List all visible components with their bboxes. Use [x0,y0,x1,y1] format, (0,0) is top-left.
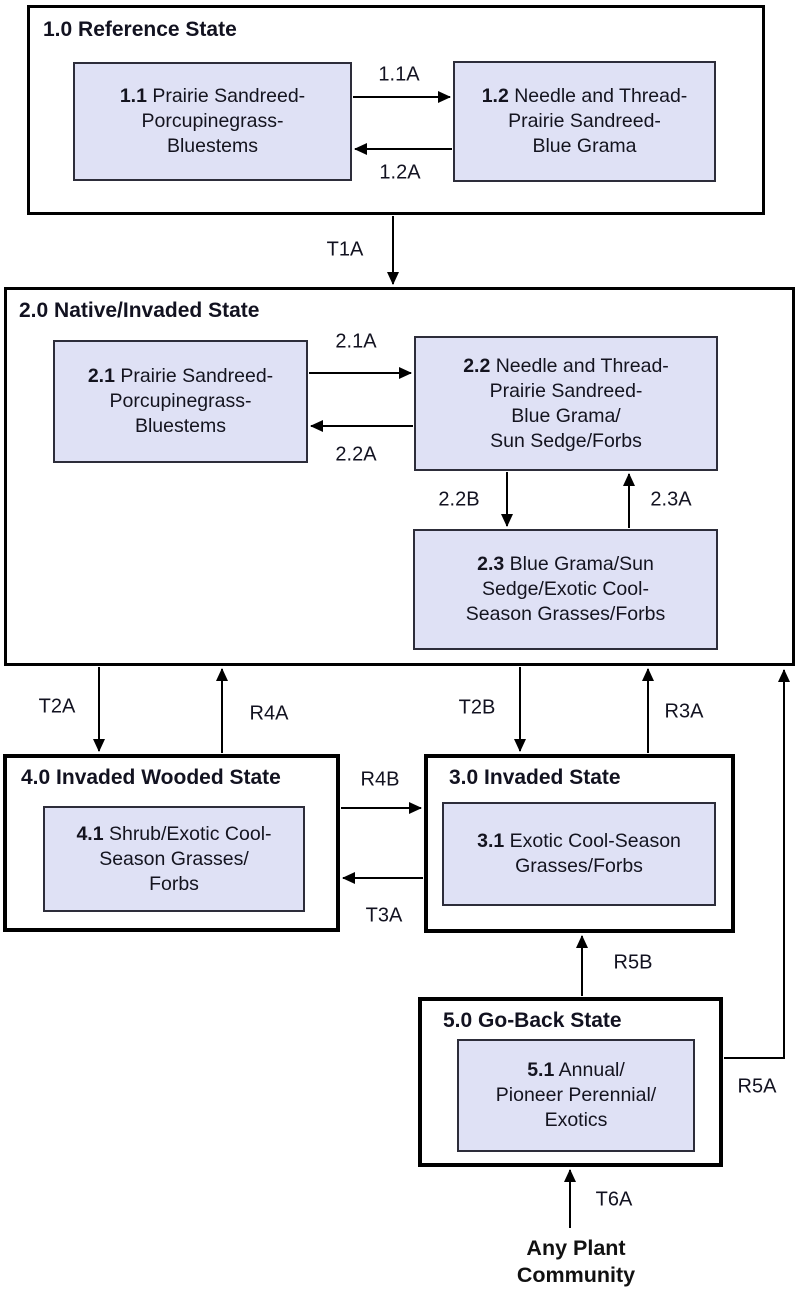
state-title-1: 1.0 Reference State [43,18,237,41]
phase-text-1-2: 1.2 Needle and Thread-Prairie Sandreed-B… [481,85,688,157]
transition-label-2-2b: 2.2B [438,488,480,511]
phase-text-2-1: 2.1 Prairie Sandreed-Porcupinegrass-Blue… [87,365,274,437]
transition-label-t2b: T2B [458,696,496,719]
state-title-2: 2.0 Native/Invaded State [19,299,260,322]
phase-text-4-1: 4.1 Shrub/Exotic Cool-Season Grasses/For… [76,822,272,895]
phase-box-2-1: 2.1 Prairie Sandreed-Porcupinegrass-Blue… [53,340,308,463]
transition-label-2-1a: 2.1A [335,330,377,353]
transition-label-t6a: T6A [595,1188,633,1211]
state-title-3: 3.0 Invaded State [449,766,621,789]
transition-label-r5b: R5B [613,951,653,974]
transition-label-1-2a: 1.2A [379,161,421,184]
phase-box-4-1: 4.1 Shrub/Exotic Cool-Season Grasses/For… [43,806,305,912]
state-title-4: 4.0 Invaded Wooded State [21,766,281,789]
transition-label-r4a: R4A [249,702,289,725]
phase-box-2-2: 2.2 Needle and Thread-Prairie Sandreed-B… [414,336,718,471]
state-title-5: 5.0 Go-Back State [443,1009,622,1032]
transition-label-r4b: R4B [360,768,400,791]
transition-label-2-2a: 2.2A [335,443,377,466]
transition-label-2-3a: 2.3A [650,488,692,511]
phase-text-1-1: 1.1 Prairie Sandreed-Porcupinegrass-Blue… [119,85,306,157]
phase-text-2-2: 2.2 Needle and Thread-Prairie Sandreed-B… [463,354,669,452]
phase-text-5-1: 5.1 Annual/Pioneer Perennial/Exotics [495,1059,657,1131]
phase-box-5-1: 5.1 Annual/Pioneer Perennial/Exotics [457,1039,695,1152]
transition-label-t3a: T3A [365,904,403,927]
transition-label-t2a: T2A [38,695,76,718]
transition-label-r3a: R3A [664,700,704,723]
phase-box-1-1: 1.1 Prairie Sandreed-Porcupinegrass-Blue… [73,62,352,181]
phase-box-1-2: 1.2 Needle and Thread-Prairie Sandreed-B… [453,61,716,182]
transition-label-r5a: R5A [737,1075,777,1098]
transition-label-t1a: T1A [326,238,364,261]
transition-label-1-1a: 1.1A [378,63,420,86]
